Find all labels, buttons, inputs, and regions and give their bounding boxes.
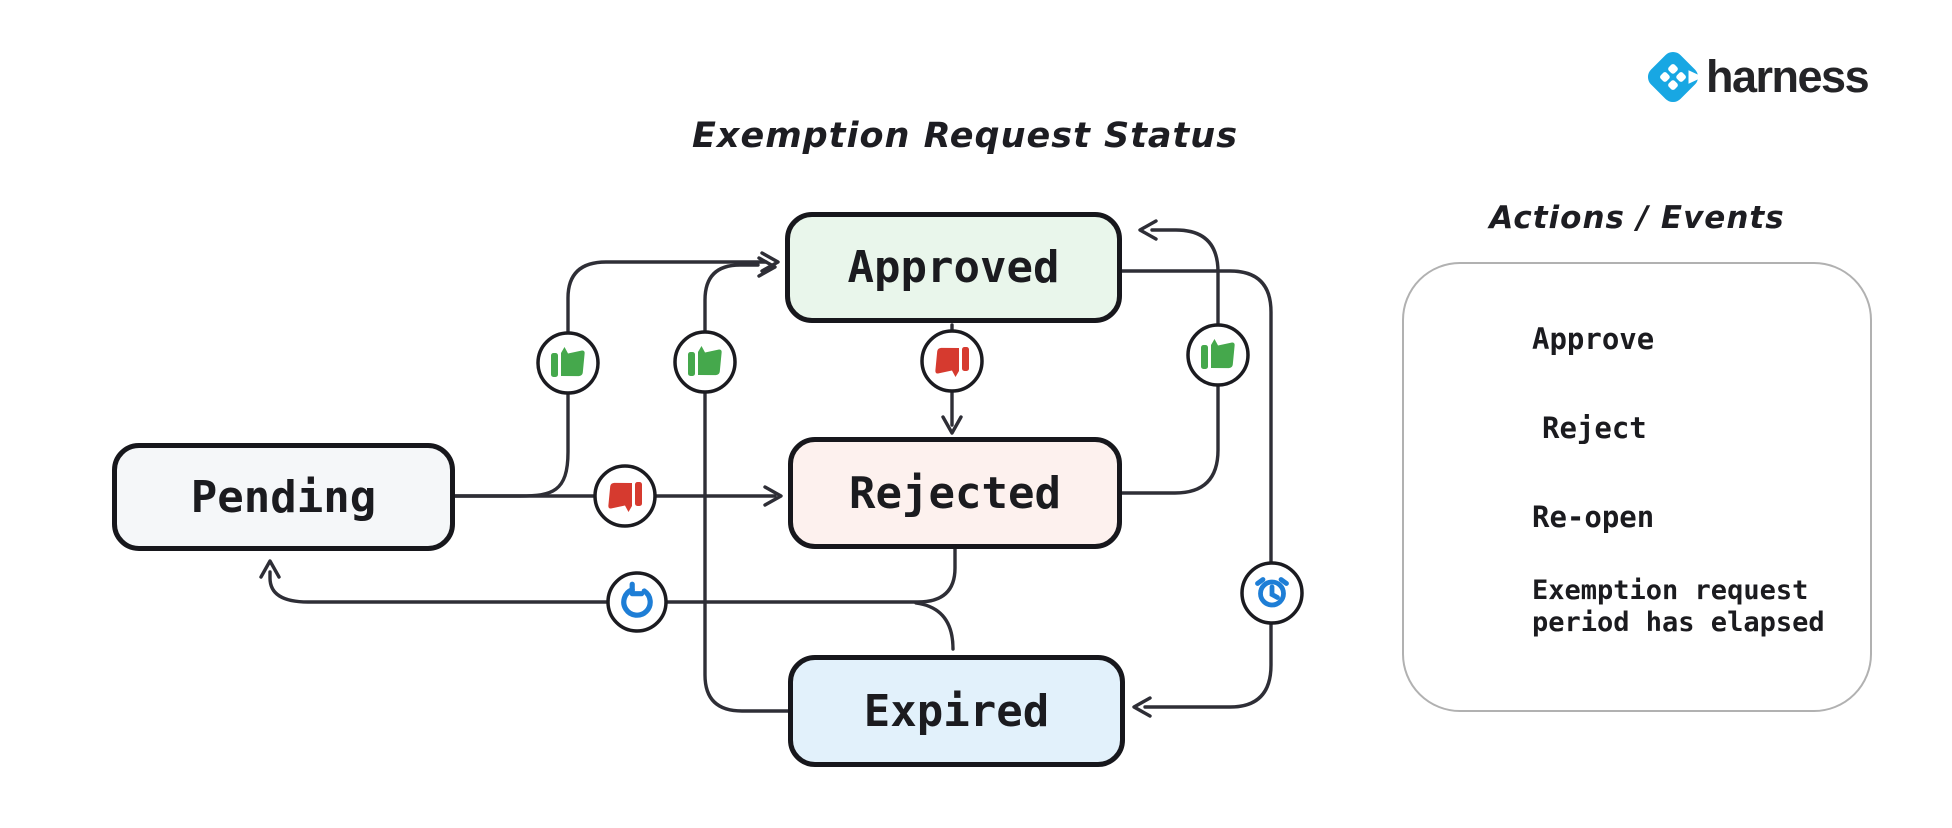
legend-item-elapsed: Exemption request period has elapsed	[1444, 575, 1870, 639]
approve-badge-rejected-approved	[1186, 323, 1250, 387]
edge-pending-approved	[453, 251, 780, 498]
reject-badge-approved-rejected	[920, 329, 984, 393]
legend-item-label: Reject	[1542, 410, 1647, 445]
approve-badge-expired-approved	[673, 330, 737, 394]
legend-item-reject: Reject	[1444, 397, 1870, 459]
legend-panel: Approve Reject Re-open Exemption request…	[1402, 262, 1872, 712]
state-node-pending: Pending	[112, 443, 455, 551]
legend-item-label: Approve	[1532, 321, 1655, 356]
legend-icon-spacer	[1444, 486, 1506, 548]
alarm-badge	[1240, 561, 1304, 625]
state-label: Expired	[863, 685, 1050, 737]
harness-wordmark: harness	[1706, 51, 1870, 102]
legend-item-label: Exemption request period has elapsed	[1532, 575, 1825, 638]
edge-approved-expired	[1120, 269, 1273, 718]
reopen-badge	[606, 571, 668, 633]
legend-item-approve: Approve	[1444, 308, 1870, 370]
reject-badge-pending-rejected	[593, 464, 657, 528]
state-node-expired: Expired	[788, 655, 1125, 767]
legend-icon-spacer	[1444, 397, 1506, 459]
state-node-approved: Approved	[785, 212, 1122, 323]
legend-title: Actions / Events	[1489, 200, 1785, 236]
legend-item-label: Re-open	[1532, 499, 1655, 534]
approve-badge-pending-approved	[536, 331, 600, 395]
legend-icon-spacer	[1444, 576, 1506, 638]
state-node-rejected: Rejected	[788, 437, 1122, 549]
edge-expired-pending	[914, 601, 955, 651]
legend-item-reopen: Re-open	[1444, 486, 1870, 548]
legend-icon-spacer	[1444, 308, 1506, 370]
state-label: Approved	[847, 242, 1060, 293]
harness-logo: harness	[1642, 46, 1870, 108]
state-label: Rejected	[849, 467, 1061, 519]
state-label: Pending	[190, 471, 377, 523]
harness-logo-icon	[1647, 51, 1704, 103]
edge-expired-approved	[703, 256, 790, 713]
diagram-title: Exemption Request Status	[691, 116, 1239, 156]
